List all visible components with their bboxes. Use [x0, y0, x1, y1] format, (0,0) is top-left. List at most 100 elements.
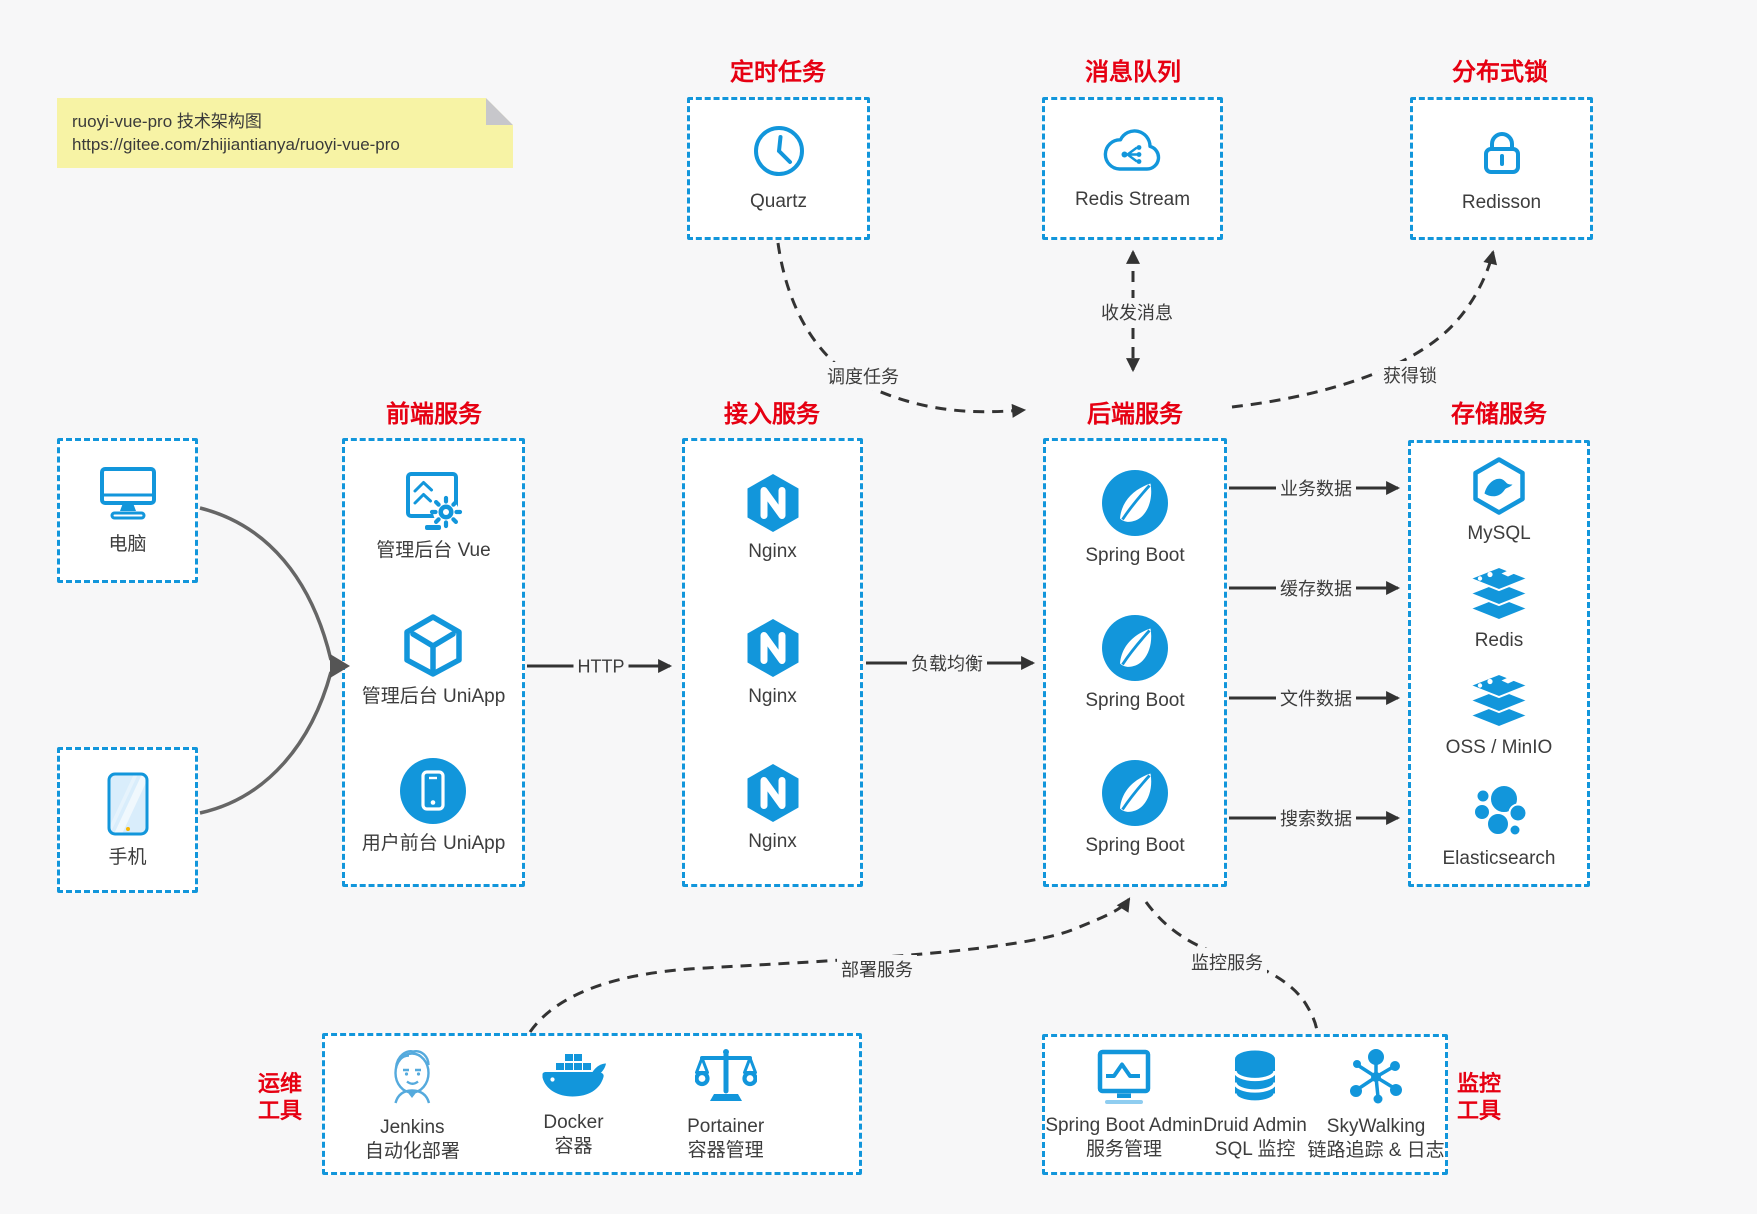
- tool-docker: Docker 容器: [539, 1051, 607, 1158]
- spring-boot-label: Spring Boot: [1085, 689, 1185, 711]
- tool-jenkins: Jenkins 自动化部署: [365, 1046, 460, 1163]
- edge-mobile-to-frontend: [199, 671, 333, 815]
- springboot-admin-icon: [1092, 1048, 1156, 1106]
- tool-druid: Druid Admin SQL 监控: [1203, 1048, 1307, 1161]
- monitoring-side-label-line1: 监控: [1456, 1071, 1501, 1096]
- title-lock: 分布式锁: [1452, 59, 1548, 86]
- gateway-box: Nginx Nginx Nginx: [682, 438, 863, 887]
- node-springboot-1: Spring Boot: [1085, 469, 1185, 567]
- edge-label-cache-data: 缓存数据: [1276, 574, 1356, 602]
- druid-database-icon: [1229, 1048, 1281, 1106]
- tool-springboot-admin: Spring Boot Admin 服务管理: [1045, 1048, 1203, 1161]
- docker-label: Docker: [543, 1111, 604, 1133]
- node-nginx-2: Nginx: [744, 618, 802, 708]
- user-uniapp-label: 用户前台 UniApp: [361, 833, 506, 855]
- title-gateway: 接入服务: [724, 401, 820, 428]
- user-app-icon: [399, 757, 467, 825]
- admin-uniapp-label: 管理后台 UniApp: [361, 685, 506, 707]
- jenkins-sublabel: 自动化部署: [364, 1140, 460, 1162]
- node-admin-vue: 管理后台 Vue: [376, 470, 491, 562]
- title-scheduled: 定时任务: [730, 59, 826, 86]
- edge-label-http: HTTP: [573, 655, 629, 679]
- nginx-label: Nginx: [748, 830, 797, 852]
- spring-boot-icon: [1101, 469, 1169, 537]
- edge-label-file-data: 文件数据: [1276, 684, 1356, 712]
- quartz-label: Quartz: [749, 191, 808, 213]
- clock-icon: [752, 124, 806, 178]
- node-elasticsearch: Elasticsearch: [1443, 780, 1556, 870]
- lock-icon: [1475, 123, 1529, 179]
- mobile-label: 手机: [108, 846, 147, 868]
- portainer-label: Portainer: [687, 1115, 765, 1137]
- tool-portainer: Portainer 容器管理: [687, 1047, 764, 1162]
- redisson-box: Redisson: [1410, 97, 1593, 240]
- edge-label-load-balance: 负载均衡: [907, 649, 987, 677]
- admin-vue-icon: [400, 470, 466, 532]
- node-oss-minio: OSS / MinIO: [1446, 672, 1552, 759]
- redis-label: Redis: [1474, 630, 1524, 652]
- skywalking-label: SkyWalking: [1326, 1116, 1426, 1138]
- title-mq: 消息队列: [1085, 59, 1181, 86]
- monitoring-side-label-line2: 工具: [1456, 1098, 1501, 1123]
- cloud-stream-icon: [1100, 126, 1166, 176]
- springboot-admin-label: Spring Boot Admin: [1045, 1115, 1203, 1137]
- spring-boot-label: Spring Boot: [1085, 544, 1185, 566]
- docker-icon: [539, 1051, 607, 1103]
- edge-deploy-line: [528, 897, 1131, 1033]
- druid-label: Druid Admin: [1203, 1115, 1307, 1137]
- desktop-icon: [95, 465, 161, 523]
- title-backend: 后端服务: [1087, 401, 1183, 428]
- redis-stream-box: Redis Stream: [1042, 97, 1223, 240]
- spring-boot-label: Spring Boot: [1085, 834, 1185, 856]
- nginx-icon: [744, 473, 802, 533]
- backend-box: Spring Boot Spring Boot Spring Boot: [1043, 438, 1227, 887]
- note-title: ruoyi-vue-pro 技术架构图: [72, 112, 262, 131]
- admin-vue-label: 管理后台 Vue: [376, 539, 491, 561]
- springboot-admin-sublabel: 服务管理: [1085, 1139, 1162, 1160]
- note-url: https://gitee.com/zhijiantianya/ruoyi-vu…: [72, 135, 400, 154]
- nginx-icon: [744, 618, 802, 678]
- monitoring-side-label: 监控 工具: [1450, 1070, 1508, 1124]
- ops-side-label-line2: 工具: [257, 1098, 302, 1123]
- title-storage: 存储服务: [1451, 401, 1547, 428]
- redisson-label: Redisson: [1461, 192, 1542, 214]
- portainer-icon: [694, 1047, 758, 1107]
- ops-side-label: 运维 工具: [251, 1070, 309, 1124]
- elasticsearch-icon: [1468, 780, 1530, 840]
- redis-icon: [1467, 566, 1531, 622]
- smartphone-icon: [106, 772, 150, 836]
- pc-label: 电脑: [108, 534, 147, 556]
- skywalking-icon: [1345, 1047, 1407, 1107]
- edge-label-deploy: 部署服务: [837, 955, 917, 983]
- frontend-box: 管理后台 Vue 管理后台 UniApp: [342, 438, 525, 887]
- node-nginx-1: Nginx: [744, 473, 802, 563]
- edge-label-message: 收发消息: [1097, 298, 1177, 326]
- pc-box: 电脑: [57, 438, 198, 583]
- mysql-label: MySQL: [1467, 523, 1531, 545]
- edge-label-business-data: 业务数据: [1276, 474, 1356, 502]
- edge-label-search-data: 搜索数据: [1276, 804, 1356, 832]
- jenkins-label: Jenkins: [380, 1116, 445, 1138]
- jenkins-icon: [383, 1046, 441, 1108]
- oss-stack-icon: [1467, 672, 1531, 729]
- storage-box: MySQL Redis: [1408, 440, 1590, 887]
- spring-boot-icon: [1101, 759, 1169, 827]
- redis-stream-label: Redis Stream: [1074, 189, 1191, 211]
- nginx-icon: [744, 763, 802, 823]
- title-frontend: 前端服务: [386, 401, 482, 428]
- node-admin-uniapp: 管理后台 UniApp: [361, 612, 506, 708]
- docker-sublabel: 容器: [554, 1135, 593, 1157]
- edge-label-acquire-lock: 获得锁: [1379, 361, 1441, 389]
- skywalking-sublabel: 链路追踪 & 日志: [1307, 1140, 1445, 1161]
- nginx-label: Nginx: [748, 540, 797, 562]
- node-nginx-3: Nginx: [744, 763, 802, 853]
- node-user-uniapp: 用户前台 UniApp: [361, 757, 506, 855]
- node-springboot-2: Spring Boot: [1085, 614, 1185, 712]
- mysql-icon: [1471, 457, 1527, 516]
- tool-skywalking: SkyWalking 链路追踪 & 日志: [1307, 1047, 1445, 1162]
- portainer-sublabel: 容器管理: [687, 1139, 764, 1161]
- elasticsearch-label: Elasticsearch: [1442, 847, 1556, 869]
- node-mysql: MySQL: [1467, 457, 1531, 545]
- ops-side-label-line1: 运维: [257, 1071, 302, 1096]
